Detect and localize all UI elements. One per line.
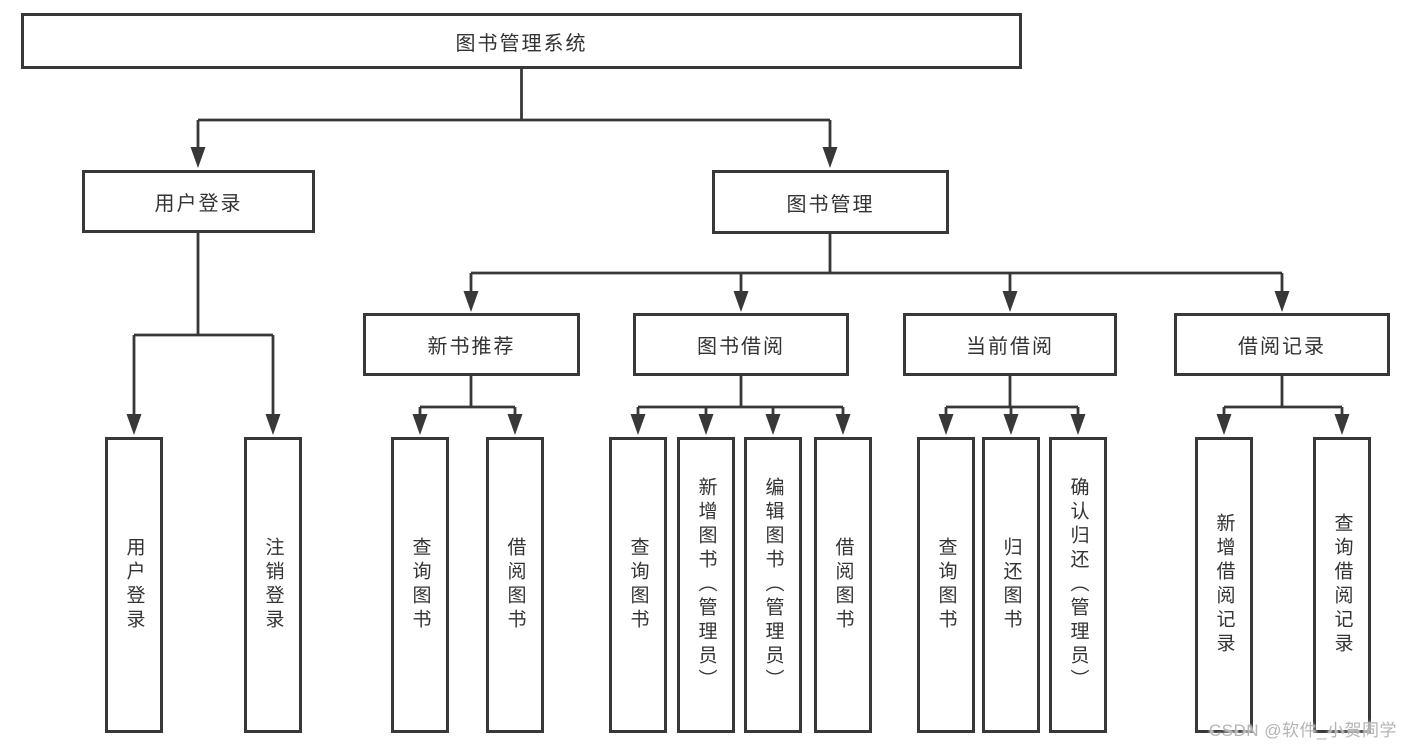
node-current-borrow: 当前借阅 <box>903 313 1117 376</box>
leaf-query-books-recommend: 查询图书 <box>391 437 449 733</box>
node-system-root: 图书管理系统 <box>21 13 1022 69</box>
leaf-edit-books-admin: 编辑图书（管理员） <box>744 437 802 733</box>
leaf-borrow-books: 借阅图书 <box>814 437 872 733</box>
node-new-book-recommend: 新书推荐 <box>363 313 580 376</box>
node-book-management: 图书管理 <box>712 170 949 234</box>
leaf-query-borrow-record: 查询借阅记录 <box>1313 437 1371 733</box>
node-book-borrow: 图书借阅 <box>633 313 849 376</box>
leaf-query-books-borrow: 查询图书 <box>609 437 667 733</box>
leaf-confirm-return-admin: 确认归还（管理员） <box>1049 437 1107 733</box>
leaf-borrow-books-recommend: 借阅图书 <box>486 437 544 733</box>
leaf-user-login: 用户登录 <box>105 437 163 733</box>
leaf-add-borrow-record: 新增借阅记录 <box>1195 437 1253 733</box>
leaf-add-books-admin: 新增图书（管理员） <box>677 437 735 733</box>
leaf-query-books-current: 查询图书 <box>917 437 975 733</box>
csdn-watermark: CSDN @软件_小贺同学 <box>1208 721 1397 740</box>
node-user-login: 用户登录 <box>82 170 315 233</box>
node-borrow-records: 借阅记录 <box>1174 313 1390 376</box>
leaf-return-books: 归还图书 <box>982 437 1040 733</box>
leaf-logout: 注销登录 <box>244 437 302 733</box>
